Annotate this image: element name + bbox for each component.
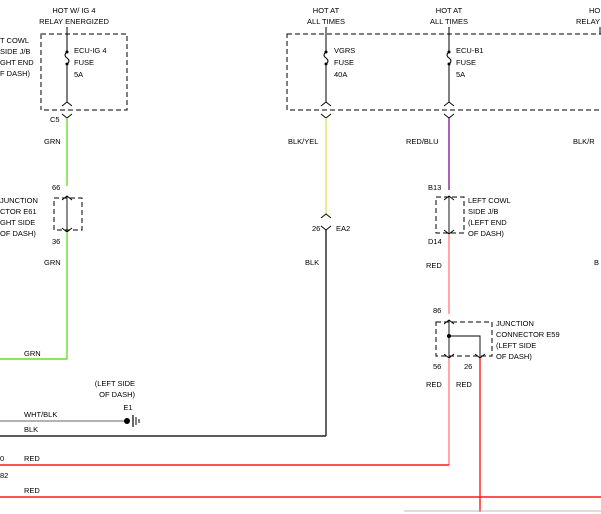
pin-36: 36: [52, 237, 60, 246]
source-ig4-line2: RELAY ENERGIZED: [39, 17, 109, 26]
left-jb-label: T COWL SIDE J/B GHT END F DASH): [0, 36, 34, 78]
left-cowl-jb-line: (LEFT END: [468, 218, 507, 227]
fuse-ecu-b1-amps: 5A: [456, 70, 465, 79]
wire-label-red-h2: RED: [24, 486, 40, 495]
left-cowl-jb-box: [435, 196, 465, 234]
source-right: HO RELAY: [576, 6, 600, 26]
pin-left-82: 82: [0, 471, 8, 480]
jb-box-left: [40, 33, 128, 111]
wire-label-blk-v: BLK: [305, 258, 319, 267]
wire-label-grn3: GRN: [24, 349, 41, 358]
ground-location-2: OF DASH): [99, 390, 135, 399]
pin-ea2: EA2: [336, 224, 350, 233]
source-ecub1-line1: HOT AT: [436, 6, 463, 15]
pin-86: 86: [433, 306, 441, 315]
left-cowl-jb-line: OF DASH): [468, 229, 504, 238]
pin-c5: C5: [50, 115, 60, 124]
fuse-ecu-ig4-symbol: [64, 51, 70, 65]
pin-left-0: 0: [0, 454, 4, 463]
pin-56: 56: [433, 362, 441, 371]
left-cowl-jb-line: LEFT COWL: [468, 196, 511, 205]
junction-e59-line: JUNCTION: [496, 319, 534, 328]
pin-66: 66: [52, 183, 60, 192]
ground-e1: (LEFT SIDE OF DASH) E1: [0, 379, 140, 427]
wire-label-blk-h: BLK: [24, 425, 38, 434]
wire-label-red-26: RED: [456, 380, 472, 389]
pin-b13: B13: [428, 183, 441, 192]
wire-label-grn2: GRN: [44, 258, 61, 267]
ground-id: E1: [123, 403, 132, 412]
pin-26-ea2: 26: [312, 224, 320, 233]
wire-label-right-b: B: [594, 258, 599, 267]
source-ig4: HOT W/ IG 4 RELAY ENERGIZED: [39, 6, 109, 26]
source-ig4-line1: HOT W/ IG 4: [52, 6, 95, 15]
junction-e61-label: JUNCTION CTOR E61 GHT SIDE OF DASH): [0, 196, 38, 238]
wire-label-wht-blk: WHT/BLK: [24, 410, 57, 419]
connector-e61: [61, 195, 73, 233]
wire-label-red-h1: RED: [24, 454, 40, 463]
fuse-vgrs-symbol: [323, 51, 329, 65]
fuse-vgrs-type: FUSE: [334, 58, 354, 67]
source-ecu-b1: HOT AT ALL TIMES: [430, 6, 468, 26]
junction-e59-line: OF DASH): [496, 352, 532, 361]
fuse-ecu-ig4-type: FUSE: [74, 58, 94, 67]
source-right-line1: HO: [589, 6, 600, 15]
source-vgrs: HOT AT ALL TIMES: [307, 6, 345, 26]
left-jb-line: F DASH): [0, 69, 31, 78]
source-vgrs-line2: ALL TIMES: [307, 17, 345, 26]
junction-e59-box: [435, 321, 493, 357]
wire-label-blk-r: BLK/R: [573, 137, 595, 146]
ground-point: [124, 418, 130, 424]
wire-label-blk-yel: BLK/YEL: [288, 137, 318, 146]
connector-ea2: [320, 213, 332, 231]
left-jb-line: SIDE J/B: [0, 47, 30, 56]
jb-box-middle: [286, 33, 601, 111]
fuse-ecu-b1-type: FUSE: [456, 58, 476, 67]
fuse-ecu-ig4-amps: 5A: [74, 70, 83, 79]
left-cowl-jb-line: SIDE J/B: [468, 207, 498, 216]
fuse-ecu-ig4[interactable]: ECU-IG 4 FUSE 5A: [64, 27, 107, 102]
fuse-vgrs-name: VGRS: [334, 46, 355, 55]
source-ecub1-line2: ALL TIMES: [430, 17, 468, 26]
fuse-ecu-ig4-name: ECU-IG 4: [74, 46, 107, 55]
fuse-ecu-b1[interactable]: ECU-B1 FUSE 5A: [446, 27, 484, 102]
fuse-vgrs-amps: 40A: [334, 70, 347, 79]
junction-e61-line: GHT SIDE: [0, 218, 35, 227]
junction-e61-line: OF DASH): [0, 229, 36, 238]
wire-label-red1: RED: [426, 261, 442, 270]
ground-location-1: (LEFT SIDE: [95, 379, 135, 388]
junction-e61-box: [53, 197, 83, 231]
junction-e59-line: CONNECTOR E59: [496, 330, 560, 339]
left-jb-line: T COWL: [0, 36, 29, 45]
connector-b13-d14: [443, 195, 455, 235]
junction-e59-label: JUNCTION CONNECTOR E59 (LEFT SIDE OF DAS…: [496, 319, 560, 361]
fuse-ecu-b1-symbol: [446, 51, 452, 65]
wire-label-red-blu: RED/BLU: [406, 137, 439, 146]
fuse-ecu-b1-name: ECU-B1: [456, 46, 484, 55]
wire-label-grn1: GRN: [44, 137, 61, 146]
source-vgrs-line1: HOT AT: [313, 6, 340, 15]
pin-26-e59: 26: [464, 362, 472, 371]
source-right-line2: RELAY: [576, 17, 600, 26]
wire-label-red-56: RED: [426, 380, 442, 389]
junction-e59-line: (LEFT SIDE: [496, 341, 536, 350]
left-jb-line: GHT END: [0, 58, 34, 67]
junction-e61-line: JUNCTION: [0, 196, 38, 205]
left-cowl-jb-label: LEFT COWL SIDE J/B (LEFT END OF DASH): [468, 196, 511, 238]
pin-d14: D14: [428, 237, 442, 246]
junction-e61-line: CTOR E61: [0, 207, 37, 216]
connector-e59: [443, 319, 486, 359]
fuse-vgrs[interactable]: VGRS FUSE 40A: [323, 27, 355, 102]
